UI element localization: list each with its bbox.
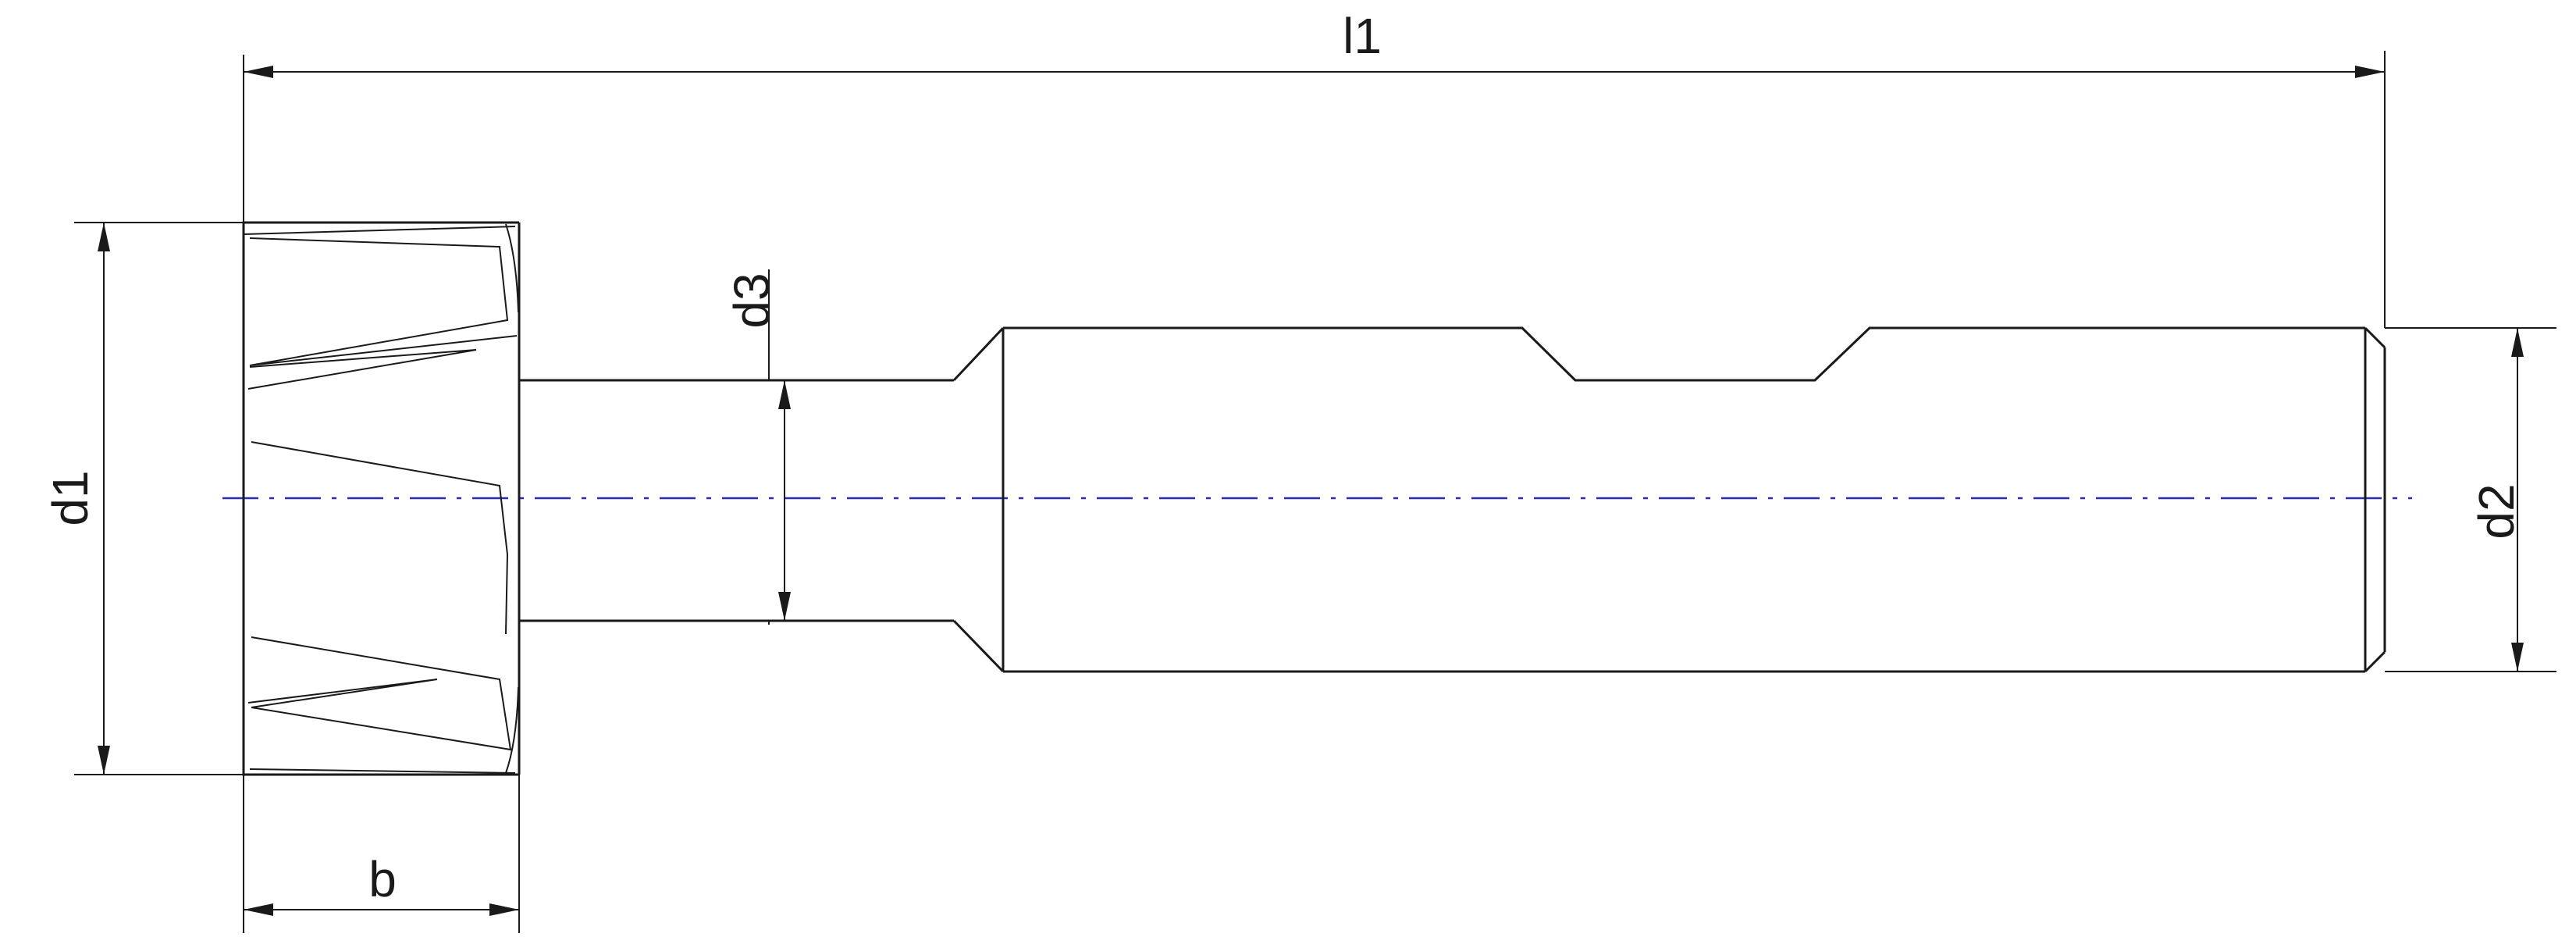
label-b: b — [368, 851, 397, 907]
cutter-head — [242, 221, 521, 776]
flute-5 — [251, 636, 512, 751]
cutter-shank — [1002, 326, 2386, 673]
dimension-d2: d2 — [2385, 327, 2556, 672]
dimension-l1: l1 — [243, 8, 2386, 328]
flute-6 — [247, 679, 438, 708]
dimension-d1: d1 — [42, 222, 244, 775]
flute-1 — [243, 226, 516, 235]
label-d1: d1 — [42, 470, 98, 526]
dimension-b: b — [243, 775, 520, 933]
flute-4 — [251, 441, 509, 635]
dimension-d3: d3 — [724, 269, 791, 625]
label-d3: d3 — [724, 273, 780, 328]
flute-2 — [249, 237, 518, 366]
flute-3 — [247, 349, 477, 390]
cutter-neck — [519, 326, 1005, 673]
label-d2: d2 — [2468, 483, 2524, 539]
label-l1: l1 — [1343, 8, 1382, 64]
